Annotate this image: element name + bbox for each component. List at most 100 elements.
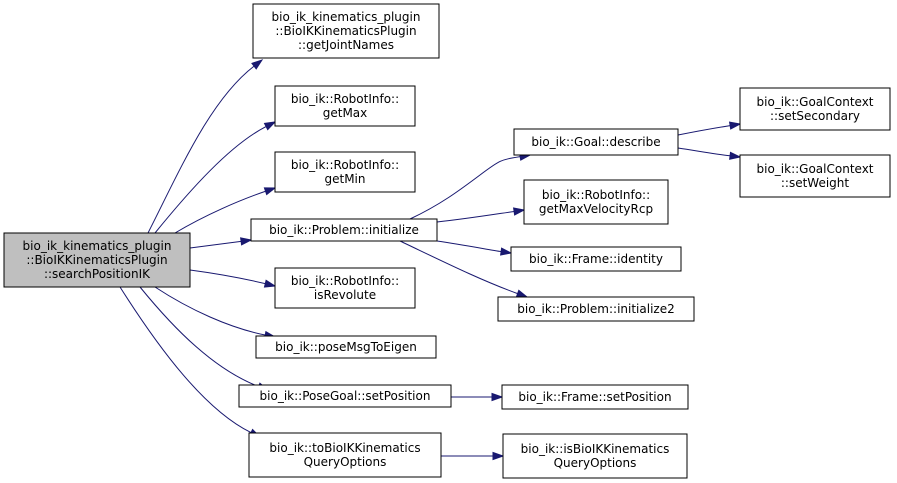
node-isRevolute[interactable]: bio_ik::RobotInfo::isRevolute [274, 267, 416, 309]
node-label-line: bio_ik::toBioIKKinematics [269, 441, 420, 455]
node-label-line: ::setWeight [781, 176, 850, 190]
node-label-line: bio_ik::isBioIKKinematics [521, 442, 670, 456]
node-label-line: getMin [325, 172, 366, 186]
node-getMaxVel[interactable]: bio_ik::RobotInfo::getMaxVelocityRcp [523, 179, 669, 225]
node-label-line: ::BioIKKinematicsPlugin [275, 24, 416, 38]
edge-root-to-initialize-line [189, 240, 242, 249]
node-label-line: QueryOptions [304, 455, 387, 469]
node-box[interactable] [739, 154, 891, 198]
edge-root-to-setPosition [139, 286, 270, 391]
edge-root-to-initialize [189, 237, 253, 249]
node-box[interactable] [248, 432, 442, 478]
node-setWeight[interactable]: bio_ik::GoalContext::setWeight [739, 154, 891, 198]
edge-root-to-getMax-line [154, 126, 267, 234]
edge-root-to-poseMsgToEigen-line [154, 286, 266, 336]
edge-initialize-to-identity-line [436, 240, 502, 253]
node-label-line: bio_ik::GoalContext [757, 95, 874, 109]
node-label-line: QueryOptions [554, 456, 637, 470]
node-label-line: bio_ik::RobotInfo:: [291, 274, 399, 288]
edge-toBioIK-to-isBioIK-arrowhead [492, 451, 505, 461]
edge-initialize-to-getMaxVel-line [436, 210, 515, 223]
edge-root-to-toBioIK [119, 286, 262, 438]
edge-describe-to-setWeight-arrowhead [729, 151, 742, 160]
node-getMax[interactable]: bio_ik::RobotInfo::getMax [274, 85, 416, 127]
node-box[interactable] [739, 87, 891, 131]
node-label-line: bio_ik_kinematics_plugin [272, 10, 421, 24]
edge-root-to-getMax [154, 121, 277, 234]
node-label-line: bio_ik::Frame::identity [529, 252, 663, 266]
edge-root-to-setPosition-line [139, 286, 259, 387]
edge-describe-to-setSecondary-line [677, 125, 731, 136]
edge-initialize-to-initialize2-arrowhead [515, 289, 529, 298]
nodes-layer: bio_ik_kinematics_plugin::BioIKKinematic… [3, 3, 891, 479]
edge-initialize-to-getMaxVel [436, 207, 526, 223]
edge-root-to-getMax-arrowhead [263, 121, 277, 131]
node-box[interactable] [274, 85, 416, 127]
node-initialize2[interactable]: bio_ik::Problem::initialize2 [497, 296, 695, 322]
edge-root-to-getJointNames [147, 59, 264, 234]
node-box[interactable] [497, 296, 695, 322]
node-label-line: ::setSecondary [770, 109, 860, 123]
node-initialize[interactable]: bio_ik::Problem::initialize [250, 218, 438, 242]
node-label-line: bio_ik::Goal::describe [531, 135, 660, 149]
edge-toBioIK-to-isBioIK [441, 451, 505, 461]
node-label-line: ::searchPositionIK [44, 267, 151, 281]
node-label-line: ::BioIKKinematicsPlugin [26, 253, 167, 267]
node-label-line: bio_ik::RobotInfo:: [542, 188, 650, 202]
edge-describe-to-setWeight-line [677, 147, 731, 157]
edge-setPosition-to-frameSetPosition-arrowhead [491, 392, 504, 402]
edge-root-to-getMin-line [174, 190, 266, 234]
node-label-line: ::getJointNames [298, 38, 394, 52]
node-setPosition[interactable]: bio_ik::PoseGoal::setPosition [238, 384, 452, 408]
node-setSecondary[interactable]: bio_ik::GoalContext::setSecondary [739, 87, 891, 131]
node-box[interactable] [255, 335, 437, 359]
node-label-line: getMaxVelocityRcp [539, 202, 653, 216]
node-box[interactable] [250, 218, 438, 242]
node-label-line: bio_ik::Problem::initialize2 [517, 302, 674, 316]
edge-setPosition-to-frameSetPosition [451, 392, 504, 402]
node-label-line: bio_ik::Frame::setPosition [518, 390, 671, 404]
node-label-line: bio_ik::RobotInfo:: [291, 158, 399, 172]
edge-root-to-isRevolute [189, 269, 277, 288]
node-identity[interactable]: bio_ik::Frame::identity [510, 246, 682, 272]
node-poseMsgToEigen[interactable]: bio_ik::poseMsgToEigen [255, 335, 437, 359]
edge-initialize-to-getMaxVel-arrowhead [512, 207, 526, 216]
node-label-line: bio_ik::GoalContext [757, 162, 874, 176]
node-root[interactable]: bio_ik_kinematics_plugin::BioIKKinematic… [3, 232, 191, 288]
node-box[interactable] [501, 384, 689, 410]
node-box[interactable] [252, 3, 440, 59]
node-box[interactable] [238, 384, 452, 408]
node-box[interactable] [523, 179, 669, 225]
edge-initialize-to-initialize2 [399, 240, 529, 298]
edge-initialize-to-initialize2-line [399, 240, 518, 295]
edge-root-to-getJointNames-arrowhead [251, 59, 264, 70]
node-label-line: bio_ik::Problem::initialize [269, 223, 419, 237]
edge-root-to-isRevolute-line [189, 269, 266, 285]
node-describe[interactable]: bio_ik::Goal::describe [513, 128, 679, 156]
edge-root-to-initialize-arrowhead [240, 237, 253, 246]
node-label-line: bio_ik_kinematics_plugin [23, 239, 172, 253]
edge-root-to-getJointNames-line [147, 65, 255, 234]
edge-describe-to-setSecondary-arrowhead [728, 121, 742, 130]
node-label-line: bio_ik::RobotInfo:: [291, 92, 399, 106]
node-getJointNames[interactable]: bio_ik_kinematics_plugin::BioIKKinematic… [252, 3, 440, 59]
node-box[interactable] [274, 151, 416, 193]
node-box[interactable] [502, 433, 688, 479]
node-getMin[interactable]: bio_ik::RobotInfo::getMin [274, 151, 416, 193]
edge-initialize-to-identity-arrowhead [500, 247, 513, 256]
node-frameSetPosition[interactable]: bio_ik::Frame::setPosition [501, 384, 689, 410]
edge-root-to-getMin-arrowhead [263, 187, 277, 196]
edge-root-to-toBioIK-line [119, 286, 252, 434]
edge-describe-to-setSecondary [677, 121, 742, 136]
edge-initialize-to-describe [409, 152, 532, 220]
node-box[interactable] [513, 128, 679, 156]
node-label-line: bio_ik::poseMsgToEigen [275, 340, 417, 354]
edge-root-to-getMin [174, 187, 277, 234]
node-box[interactable] [274, 267, 416, 309]
node-box[interactable] [510, 246, 682, 272]
edge-root-to-isRevolute-arrowhead [263, 279, 277, 288]
node-box[interactable] [3, 232, 191, 288]
